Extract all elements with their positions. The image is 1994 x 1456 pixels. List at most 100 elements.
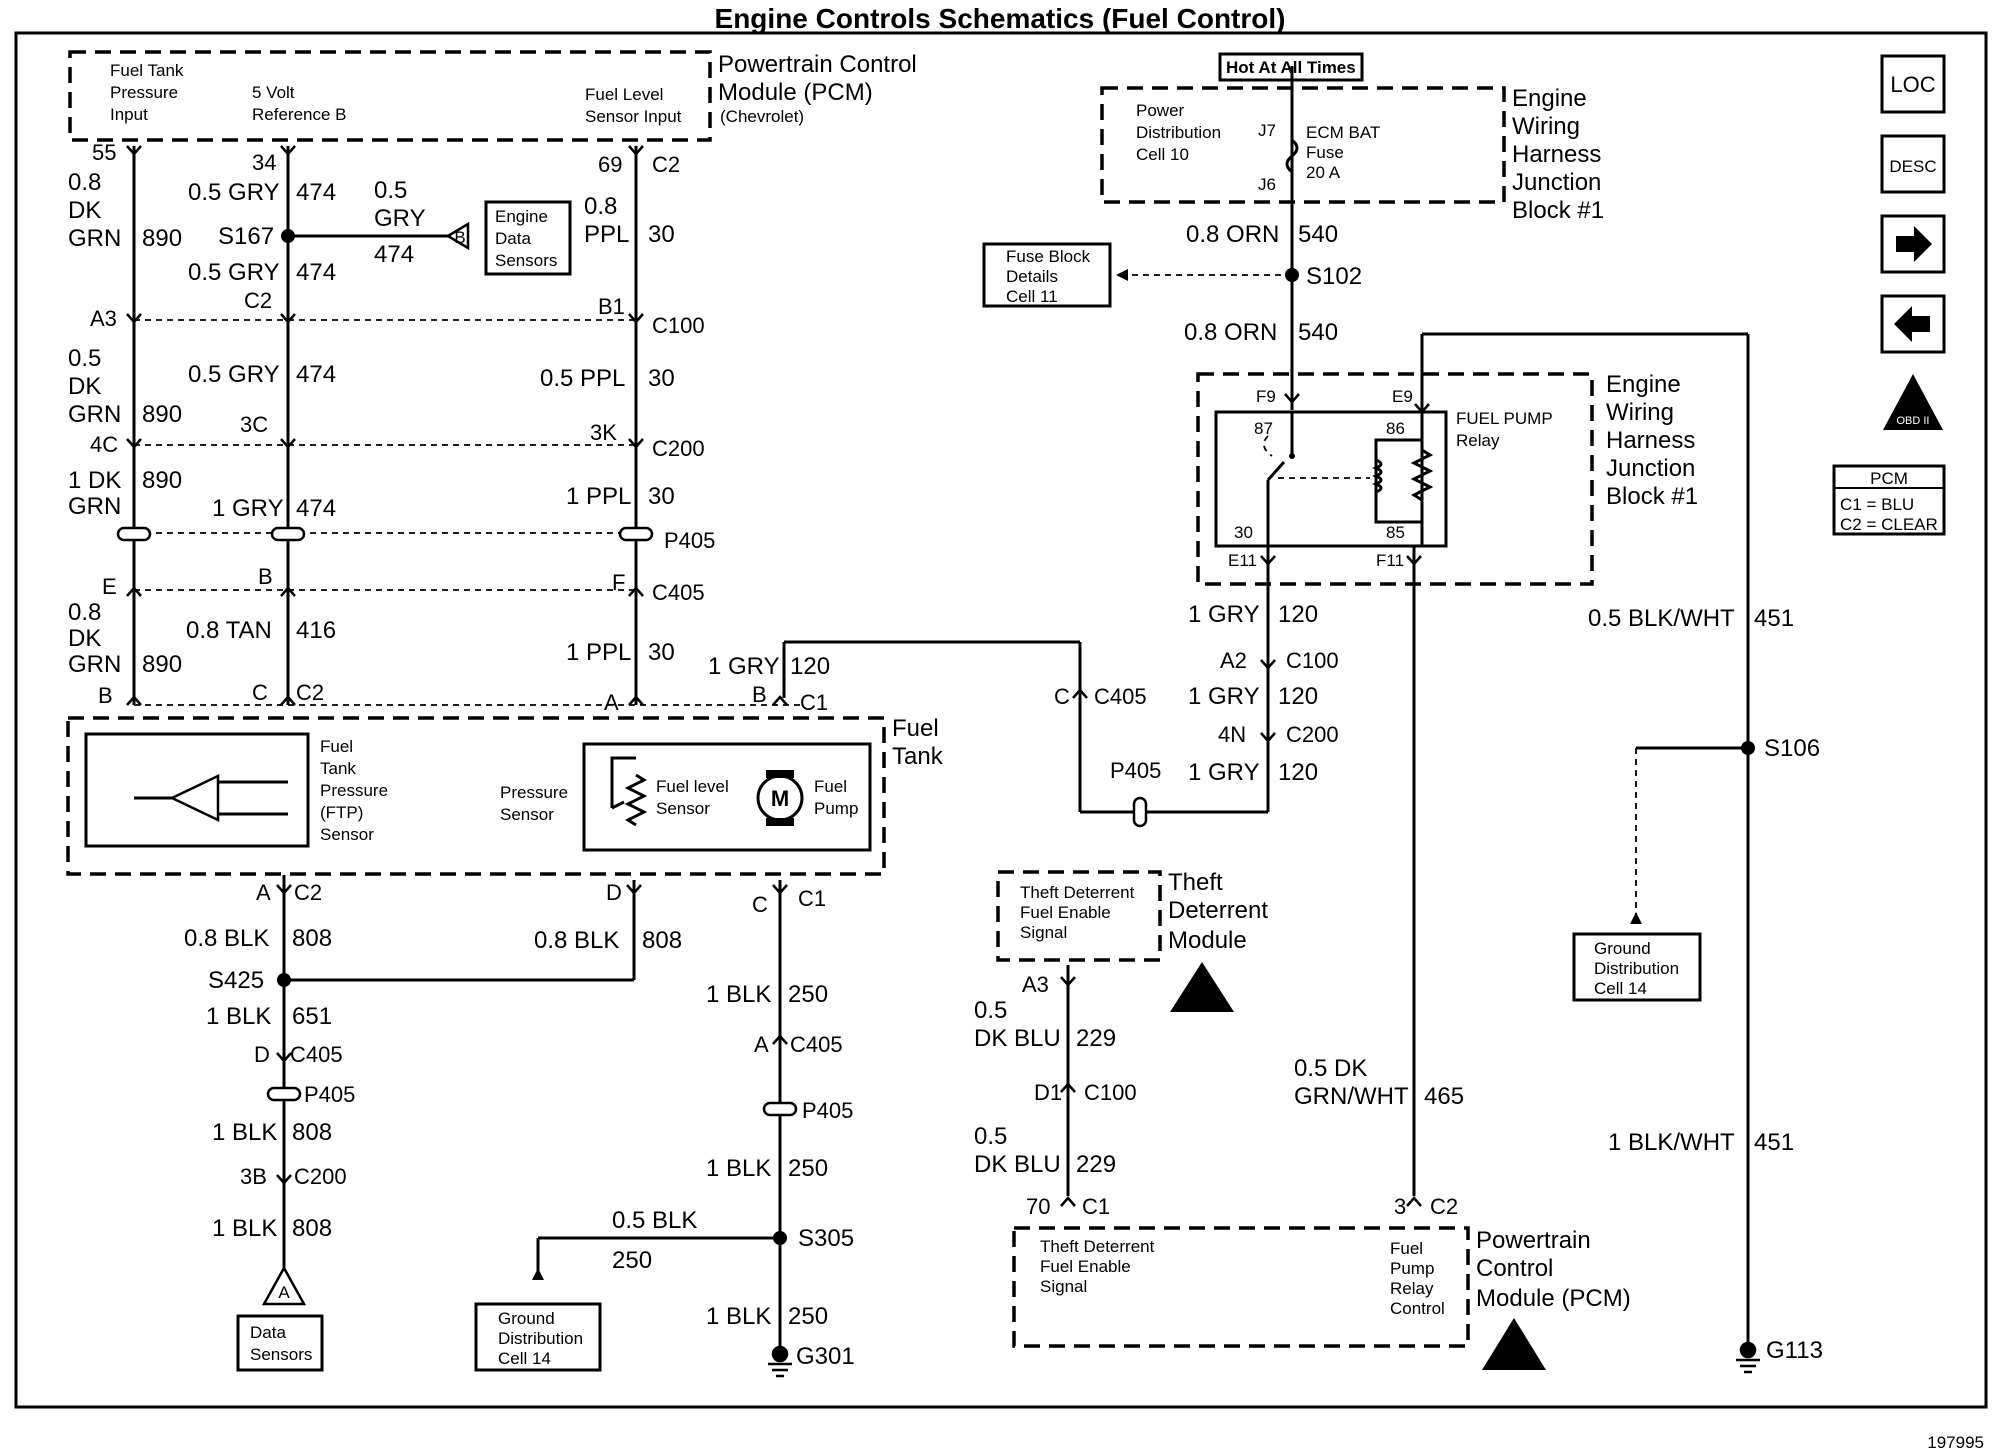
wire-label: 0.5 GRY xyxy=(188,179,280,206)
circuit-label: 808 xyxy=(292,1215,332,1242)
pd-label: Distribution xyxy=(1136,123,1221,142)
pcm-bottom-module: Theft Deterrent Fuel Enable Signal Fuel … xyxy=(1012,1055,1631,1370)
pin-label: C xyxy=(752,892,768,917)
pin-label: 69 xyxy=(598,152,622,177)
pin-label: 3C xyxy=(240,412,268,437)
bottom-left-labels: A C2 0.8 BLK 808 S425 1 BLK 651 D C405 P… xyxy=(184,880,682,1242)
wire-label: DK BLU xyxy=(974,1151,1061,1178)
wire-label: PPL xyxy=(584,221,629,248)
wire-label: DK xyxy=(68,373,101,400)
eds-label: Engine xyxy=(495,207,548,226)
connector-label: C2 xyxy=(652,152,680,177)
wire-label: 0.8 TAN xyxy=(186,617,272,644)
mid-wire-labels: 34 0.5 GRY 474 S167 0.5 GRY 474 0.5 GRY … xyxy=(186,150,426,705)
module-label: Deterrent xyxy=(1168,897,1268,924)
fuel-pump-label: Fuel xyxy=(814,777,847,796)
theft-signal-label: Signal xyxy=(1020,923,1067,942)
circuit-label: 120 xyxy=(790,653,830,680)
pin-label: F9 xyxy=(1256,387,1276,406)
circuit-label: 250 xyxy=(612,1247,652,1274)
pcm-fp-label: Fuel xyxy=(1390,1239,1423,1258)
connector-lines xyxy=(134,319,800,706)
wire-label: 0.8 ORN xyxy=(1186,221,1279,248)
theft-deterrent-module: Theft Deterrent Fuel Enable Signal Theft… xyxy=(996,869,1268,1012)
pin-label: C2 xyxy=(296,680,324,705)
pin-label: A3 xyxy=(1022,972,1049,997)
ground-distribution-ref-left[interactable]: Ground Distribution Cell 14 xyxy=(474,1268,602,1372)
loc-button[interactable]: LOC xyxy=(1880,54,1946,114)
ftp-label: Fuel xyxy=(320,737,353,756)
wire-label: 0.5 GRY xyxy=(188,361,280,388)
gd-label: Ground xyxy=(1594,939,1651,958)
pcm-fp-label: Relay xyxy=(1390,1279,1434,1298)
block-label: Wiring xyxy=(1512,113,1580,140)
connector-label: C1 xyxy=(800,690,828,715)
engine-data-sensors-ref[interactable]: B Engine Data Sensors xyxy=(445,200,572,276)
p405-connectors xyxy=(116,526,1148,1117)
prev-page-button[interactable] xyxy=(1880,294,1946,354)
wire-label: 0.5 GRY xyxy=(188,259,280,286)
ground-distribution-ref-right[interactable]: Ground Distribution Cell 14 xyxy=(1572,912,1702,1002)
circuit-label: 30 xyxy=(648,639,675,666)
circuit-label: 808 xyxy=(292,925,332,952)
wire-label: DK BLU xyxy=(974,1025,1061,1052)
circuit-label: 651 xyxy=(292,1003,332,1030)
pcm-top-label-2: Module (PCM) xyxy=(718,79,873,106)
circuit-label: 890 xyxy=(142,467,182,494)
wire-label: GRN xyxy=(68,401,121,428)
connector-label: C1 xyxy=(798,886,826,911)
circuit-label: 30 xyxy=(648,483,675,510)
fuel-level-pump-module xyxy=(582,742,872,852)
ftp-label: Pressure xyxy=(320,781,388,800)
circuit-label: 808 xyxy=(292,1119,332,1146)
connector-label: C2 xyxy=(1430,1194,1458,1219)
theft-wire-labels: A3 0.5 DK BLU 229 D1 C100 0.5 DK BLU 229… xyxy=(974,972,1137,1219)
ftp-label: Sensor xyxy=(320,825,374,844)
fuel-level-sensor-icon xyxy=(624,773,648,827)
data-sensors-ref[interactable]: A Data Sensors xyxy=(236,1265,324,1372)
pin-label: 70 xyxy=(1026,1194,1050,1219)
pcm-legend-c1: C1 = BLU xyxy=(1840,495,1914,514)
junction-block-top: Hot At All Times Power Distribution Cell… xyxy=(1100,52,1604,346)
hot-at-all-times: Hot At All Times xyxy=(1226,58,1356,77)
fb-label: Cell 11 xyxy=(1006,287,1058,306)
tank-label: Tank xyxy=(892,743,944,770)
circuit-label: 890 xyxy=(142,225,182,252)
module-label: Module xyxy=(1168,927,1247,954)
pressure-sensor-label: Pressure xyxy=(500,783,568,802)
splice-label: S425 xyxy=(208,967,264,994)
pin-label: 85 xyxy=(1386,523,1405,542)
pin-label: F xyxy=(612,570,625,595)
wire-label: 1 GRY xyxy=(1188,683,1260,710)
pin-label: D xyxy=(254,1042,270,1067)
wire-label: 0.5 DK xyxy=(1294,1055,1367,1082)
esd-warning-icon xyxy=(1482,1318,1546,1370)
connector-label: P405 xyxy=(1110,758,1161,783)
block-label: Harness xyxy=(1512,141,1601,168)
connector-label: P405 xyxy=(664,528,715,553)
wire-label: 0.5 PPL xyxy=(540,365,625,392)
circuit-label: 451 xyxy=(1754,1129,1794,1156)
ftp-input-label: Input xyxy=(110,105,148,124)
connector-label: C200 xyxy=(294,1164,347,1189)
page-title: Engine Controls Schematics (Fuel Control… xyxy=(715,3,1286,34)
far-right-labels: 0.5 BLK/WHT 451 S106 1 BLK/WHT 451 G113 xyxy=(1588,605,1823,1364)
desc-button[interactable]: DESC xyxy=(1880,134,1946,194)
pin-label: 55 xyxy=(92,140,116,165)
block-label: Engine xyxy=(1606,371,1681,398)
circuit-label: 451 xyxy=(1754,605,1794,632)
next-page-button[interactable] xyxy=(1880,214,1946,274)
pin-label: E9 xyxy=(1392,387,1413,406)
gd-label: Cell 14 xyxy=(498,1349,551,1368)
circuit-label: 229 xyxy=(1076,1151,1116,1178)
ground-label: G301 xyxy=(796,1343,855,1370)
obd-ii-button[interactable]: OBD II xyxy=(1883,374,1943,430)
connector-label: C2 xyxy=(294,880,322,905)
desc-label: DESC xyxy=(1889,157,1936,176)
theft-signal-label: Fuel Enable xyxy=(1020,903,1111,922)
wire-label: 0.5 xyxy=(974,1123,1007,1150)
fuse-block-details-ref[interactable]: Fuse Block Details Cell 11 xyxy=(982,242,1128,308)
circuit-label: 120 xyxy=(1278,601,1318,628)
pcm-signal-label: Signal xyxy=(1040,1277,1087,1296)
